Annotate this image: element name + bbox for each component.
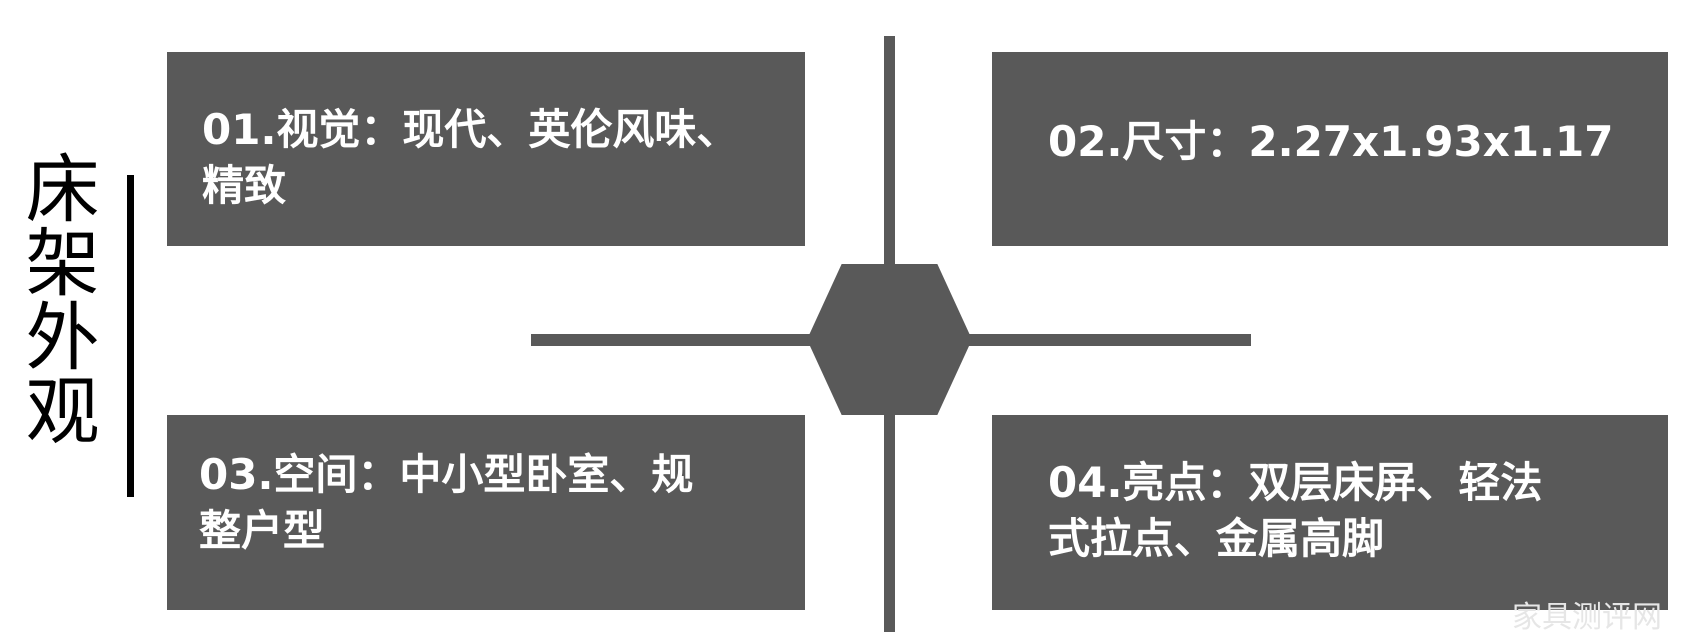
item-text: 01.视觉：现代、英伦风味、 (202, 105, 739, 154)
center-hexagon (807, 264, 972, 415)
item-box-highlights: 04.亮点：双层床屏、轻法 式拉点、金属高脚 (992, 415, 1668, 610)
item-text: 整户型 (199, 506, 326, 555)
item-box-space: 03.空间：中小型卧室、规 整户型 (167, 415, 805, 610)
watermark: 家具测评网 (1512, 600, 1662, 632)
item-box-size: 02.尺寸：2.27x1.93x1.17 (992, 52, 1668, 246)
item-text: 04.亮点：双层床屏、轻法 (1048, 458, 1543, 507)
title-divider (127, 175, 134, 497)
item-text: 02.尺寸：2.27x1.93x1.17 (1048, 117, 1614, 166)
item-text: 精致 (202, 161, 287, 210)
section-title: 床架外观 (13, 150, 99, 446)
item-text: 式拉点、金属高脚 (1048, 514, 1385, 563)
item-text: 03.空间：中小型卧室、规 (199, 450, 694, 499)
item-box-visual: 01.视觉：现代、英伦风味、 精致 (167, 52, 805, 246)
